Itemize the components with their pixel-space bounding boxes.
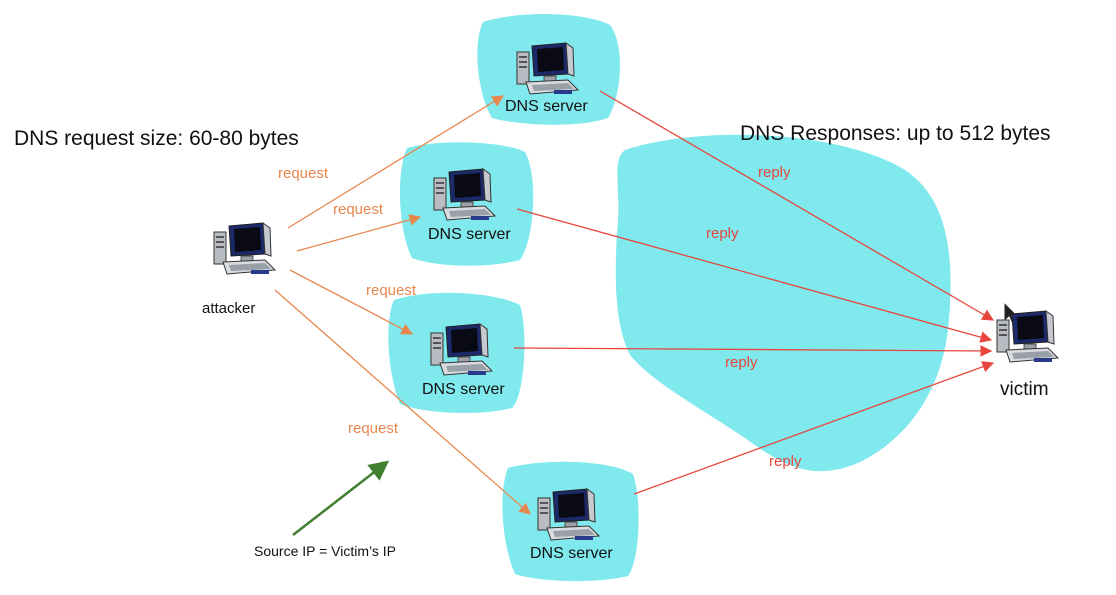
computer-icon bbox=[430, 322, 500, 381]
reply-arrow-4 bbox=[633, 361, 995, 495]
dns-server-label-2: DNS server bbox=[428, 226, 511, 243]
request-arrow-1 bbox=[287, 95, 504, 229]
dns-server-label-1: DNS server bbox=[505, 98, 588, 115]
reply-label-4: reply bbox=[769, 453, 802, 470]
request-size-title: DNS request size: 60-80 bytes bbox=[14, 127, 299, 150]
reply-arrow-3 bbox=[513, 345, 993, 357]
reply-label-1: reply bbox=[758, 164, 791, 181]
spoofed-source-arrow bbox=[292, 460, 390, 536]
request-label-2: request bbox=[333, 201, 384, 218]
computer-icon bbox=[537, 487, 607, 546]
reply-label-2: reply bbox=[706, 225, 739, 242]
spoofed-source-note: Source IP = Victim’s IP bbox=[254, 543, 397, 559]
response-size-title: DNS Responses: up to 512 bytes bbox=[740, 122, 1051, 145]
response-cloud bbox=[615, 134, 951, 472]
reply-arrow-2 bbox=[516, 208, 993, 343]
attacker-label: attacker bbox=[202, 300, 256, 317]
dns-server-label-3: DNS server bbox=[422, 381, 505, 398]
request-arrow-3 bbox=[289, 269, 414, 335]
request-label-4: request bbox=[348, 420, 399, 437]
request-label-3: request bbox=[366, 282, 417, 299]
dns-server-label-4: DNS server bbox=[530, 545, 613, 562]
computer-icon bbox=[433, 167, 503, 226]
reply-label-3: reply bbox=[725, 354, 758, 371]
request-arrow-2 bbox=[296, 214, 422, 252]
computer-icon bbox=[996, 309, 1066, 368]
reply-arrow-1 bbox=[599, 90, 995, 321]
computer-icon bbox=[516, 41, 586, 100]
computer-icon bbox=[213, 221, 283, 280]
request-arrow-4 bbox=[274, 289, 531, 515]
victim-label: victim bbox=[1000, 379, 1049, 400]
request-label-1: request bbox=[278, 165, 329, 182]
